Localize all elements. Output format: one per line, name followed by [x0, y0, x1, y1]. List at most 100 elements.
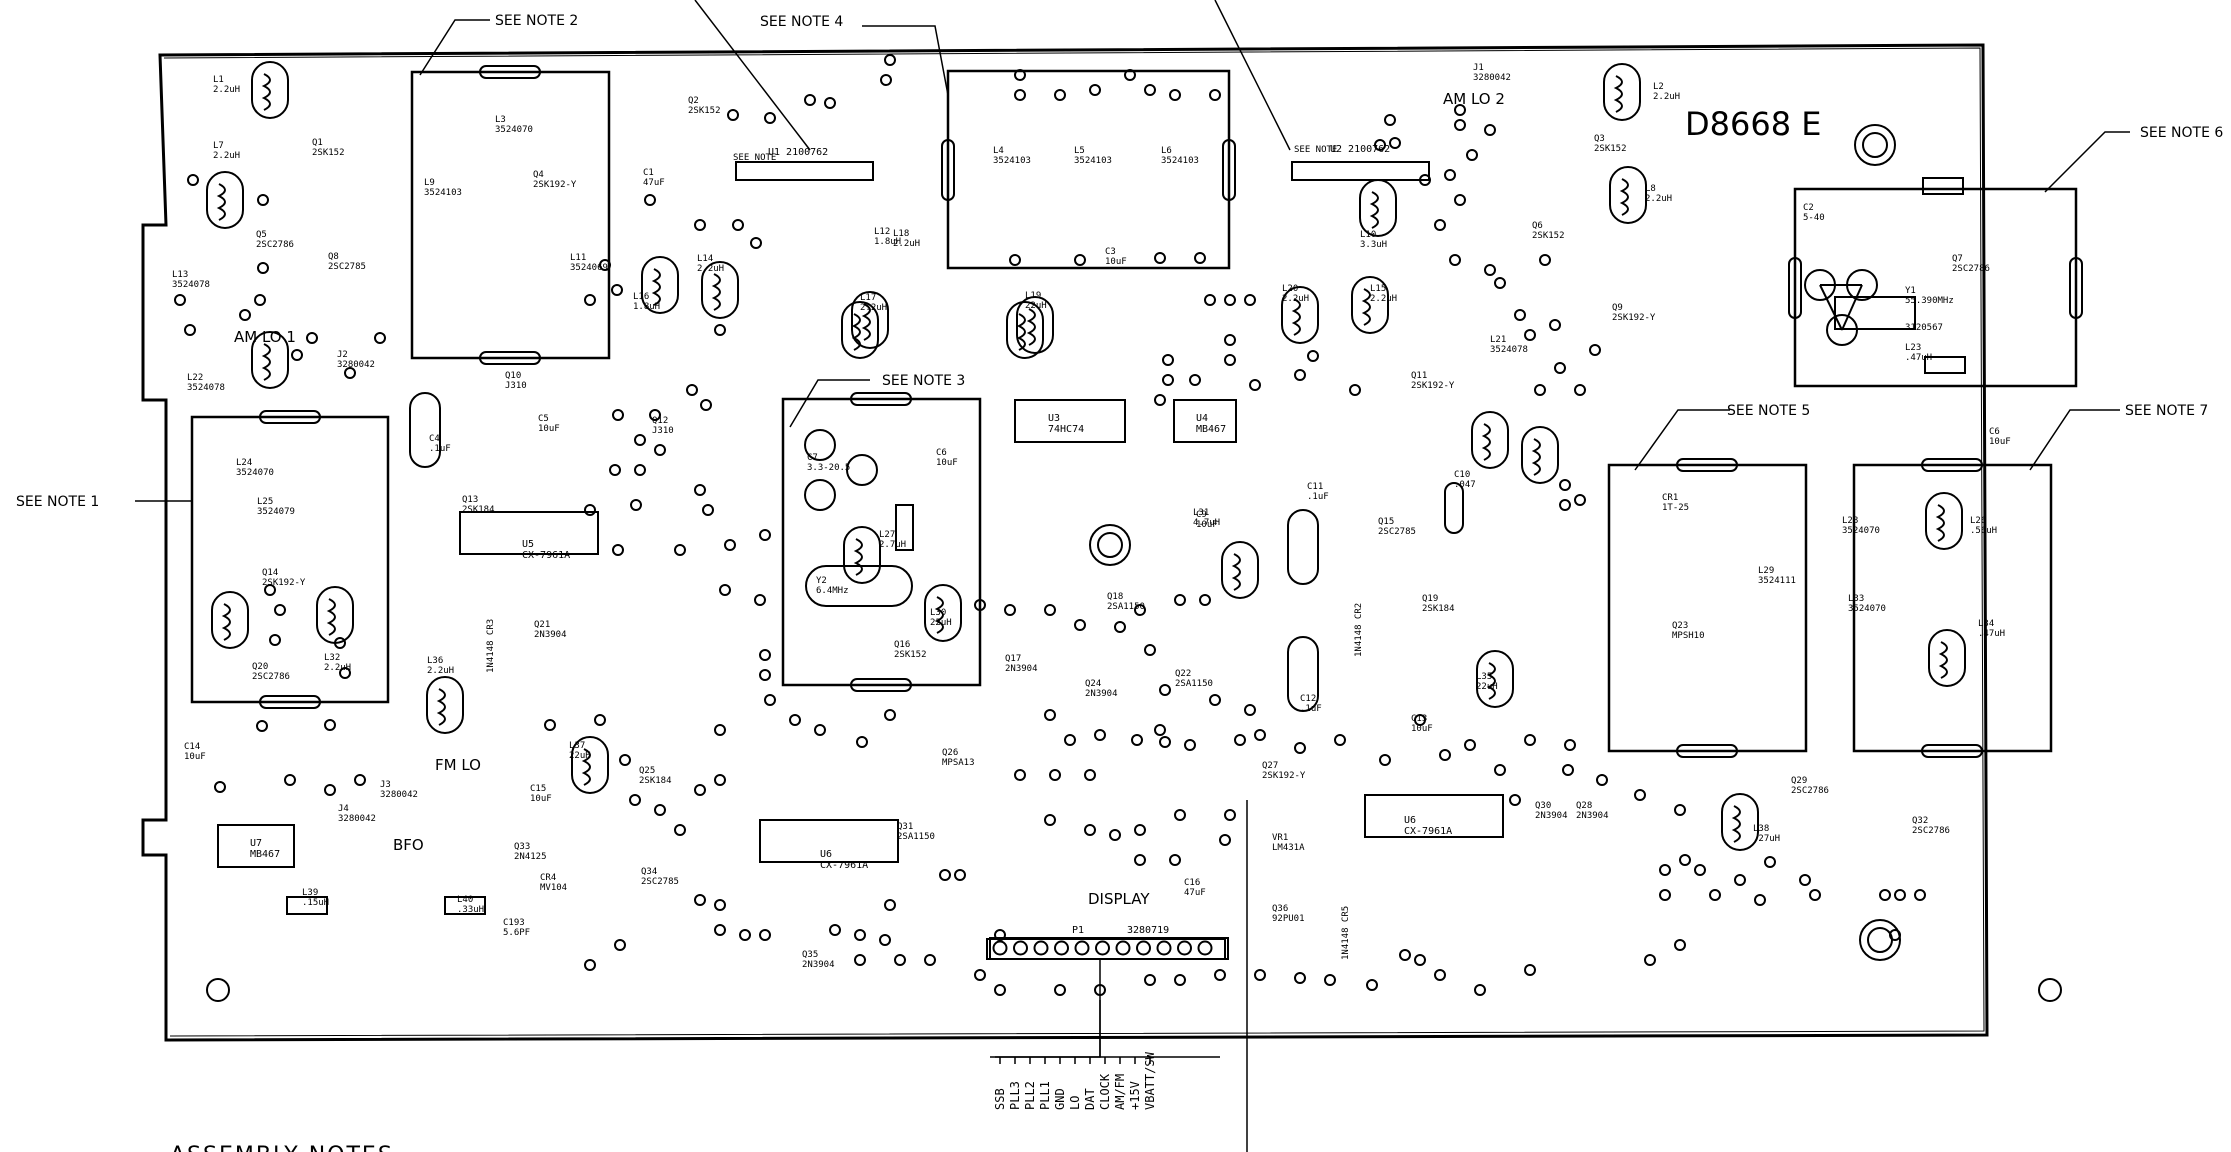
pad — [1596, 774, 1608, 786]
shield-can-note5 — [1607, 463, 1808, 753]
pad — [759, 649, 771, 661]
inductor-winding — [261, 343, 271, 381]
pad — [884, 709, 896, 721]
pad — [1894, 889, 1906, 901]
label-l39: L39.15uH — [302, 888, 329, 908]
pad — [854, 954, 866, 966]
inductor-body — [1721, 793, 1759, 851]
pad — [634, 464, 646, 476]
pad — [714, 924, 726, 936]
pad — [714, 324, 726, 336]
pad — [1464, 739, 1476, 751]
pad — [1224, 294, 1236, 306]
pad — [1709, 889, 1721, 901]
label-cr3: 1N4148 CR3 — [486, 619, 496, 673]
inductor-body — [701, 261, 739, 319]
inductor-body — [1925, 492, 1963, 550]
shield-can-note6 — [1793, 187, 2078, 388]
pad — [1494, 764, 1506, 776]
pad — [1324, 974, 1336, 986]
pad — [1044, 709, 1056, 721]
note-2-label: SEE NOTE 2 — [495, 13, 578, 29]
p1-pin-label: LO — [1068, 1096, 1082, 1110]
pad — [894, 954, 906, 966]
pad — [611, 284, 623, 296]
pad — [1539, 254, 1551, 266]
pad — [1162, 354, 1174, 366]
p1-pin-label: VBATT/SW — [1143, 1051, 1157, 1110]
inductor-winding — [581, 748, 591, 786]
pad — [374, 332, 386, 344]
inductor-body — [1603, 63, 1641, 121]
pad — [239, 309, 251, 321]
p1-pin — [1033, 940, 1049, 956]
pad — [674, 824, 686, 836]
large-capacitors — [409, 392, 1464, 712]
see-note-u1: SEE NOTE — [733, 153, 776, 163]
pad — [924, 954, 936, 966]
pad — [759, 529, 771, 541]
pad — [1524, 964, 1536, 976]
inductor-body — [1928, 629, 1966, 687]
label-cr2: 1N4148 CR2 — [1354, 603, 1364, 657]
shield-can-note3 — [781, 397, 982, 687]
p1-pin-label: GND — [1053, 1088, 1067, 1110]
pad — [544, 719, 556, 731]
inductor-body — [1609, 166, 1647, 224]
pad — [254, 294, 266, 306]
pad — [1454, 119, 1466, 131]
label-cr5: 1N4148 CR5 — [1341, 906, 1351, 960]
pad — [1249, 379, 1261, 391]
pad — [1484, 124, 1496, 136]
pad — [1224, 809, 1236, 821]
pad — [759, 929, 771, 941]
p1-pin-label: CLOCK — [1098, 1073, 1112, 1110]
inductor-winding — [216, 183, 226, 221]
pad — [269, 634, 281, 646]
pad — [702, 504, 714, 516]
pad — [824, 97, 836, 109]
pad — [1444, 169, 1456, 181]
pad — [619, 754, 631, 766]
section-am-lo2: AM LO 2 — [1443, 90, 1505, 108]
p1-pin-label: PLL1 — [1038, 1081, 1052, 1110]
shield-tabs — [259, 65, 2083, 758]
p1-pin — [1115, 940, 1131, 956]
pad — [1294, 369, 1306, 381]
pad — [1879, 889, 1891, 901]
pad — [854, 929, 866, 941]
pad — [939, 869, 951, 881]
pad — [1254, 969, 1266, 981]
pad — [1366, 979, 1378, 991]
p1-pin-label: PLL3 — [1008, 1081, 1022, 1110]
shield-can-note4 — [946, 69, 1231, 270]
inductor-winding — [1369, 191, 1379, 229]
pad — [1659, 889, 1671, 901]
pad — [1169, 854, 1181, 866]
inductor-body — [924, 584, 962, 642]
pad — [764, 112, 776, 124]
